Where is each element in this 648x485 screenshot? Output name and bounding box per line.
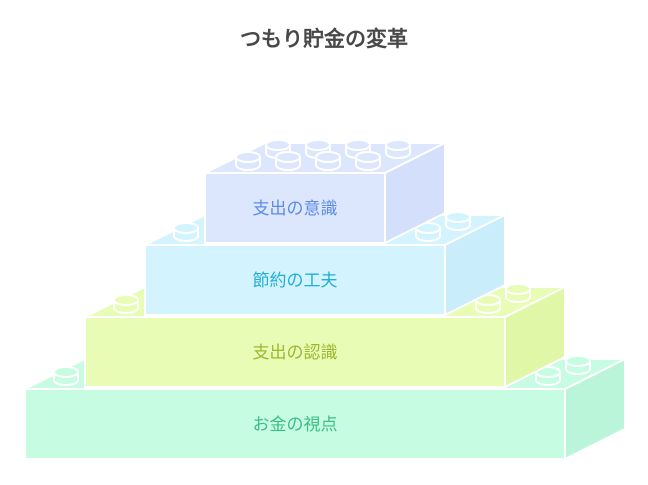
block-label: 支出の認識 <box>253 343 338 363</box>
block-front-face <box>84 316 506 388</box>
block-front-face <box>204 172 386 244</box>
stud-icon <box>53 366 79 386</box>
stud-icon <box>445 211 471 231</box>
block-label: 節約の工夫 <box>253 271 338 291</box>
stud-icon <box>275 151 301 171</box>
stud-icon <box>505 283 531 303</box>
block-label: 支出の意識 <box>253 199 338 219</box>
stud-icon <box>113 294 139 314</box>
stud-icon <box>355 151 381 171</box>
stud-icon <box>235 151 261 171</box>
stud-icon <box>385 139 411 159</box>
block-label: お金の視点 <box>253 415 338 435</box>
stud-icon <box>565 355 591 375</box>
stud-icon <box>173 222 199 242</box>
block-layer-1: 支出の意識 <box>204 139 446 244</box>
diagram-title: つもり貯金の変革 <box>240 27 408 51</box>
block-front-face <box>144 244 446 316</box>
block-front-face <box>24 388 566 460</box>
stud-icon <box>315 151 341 171</box>
